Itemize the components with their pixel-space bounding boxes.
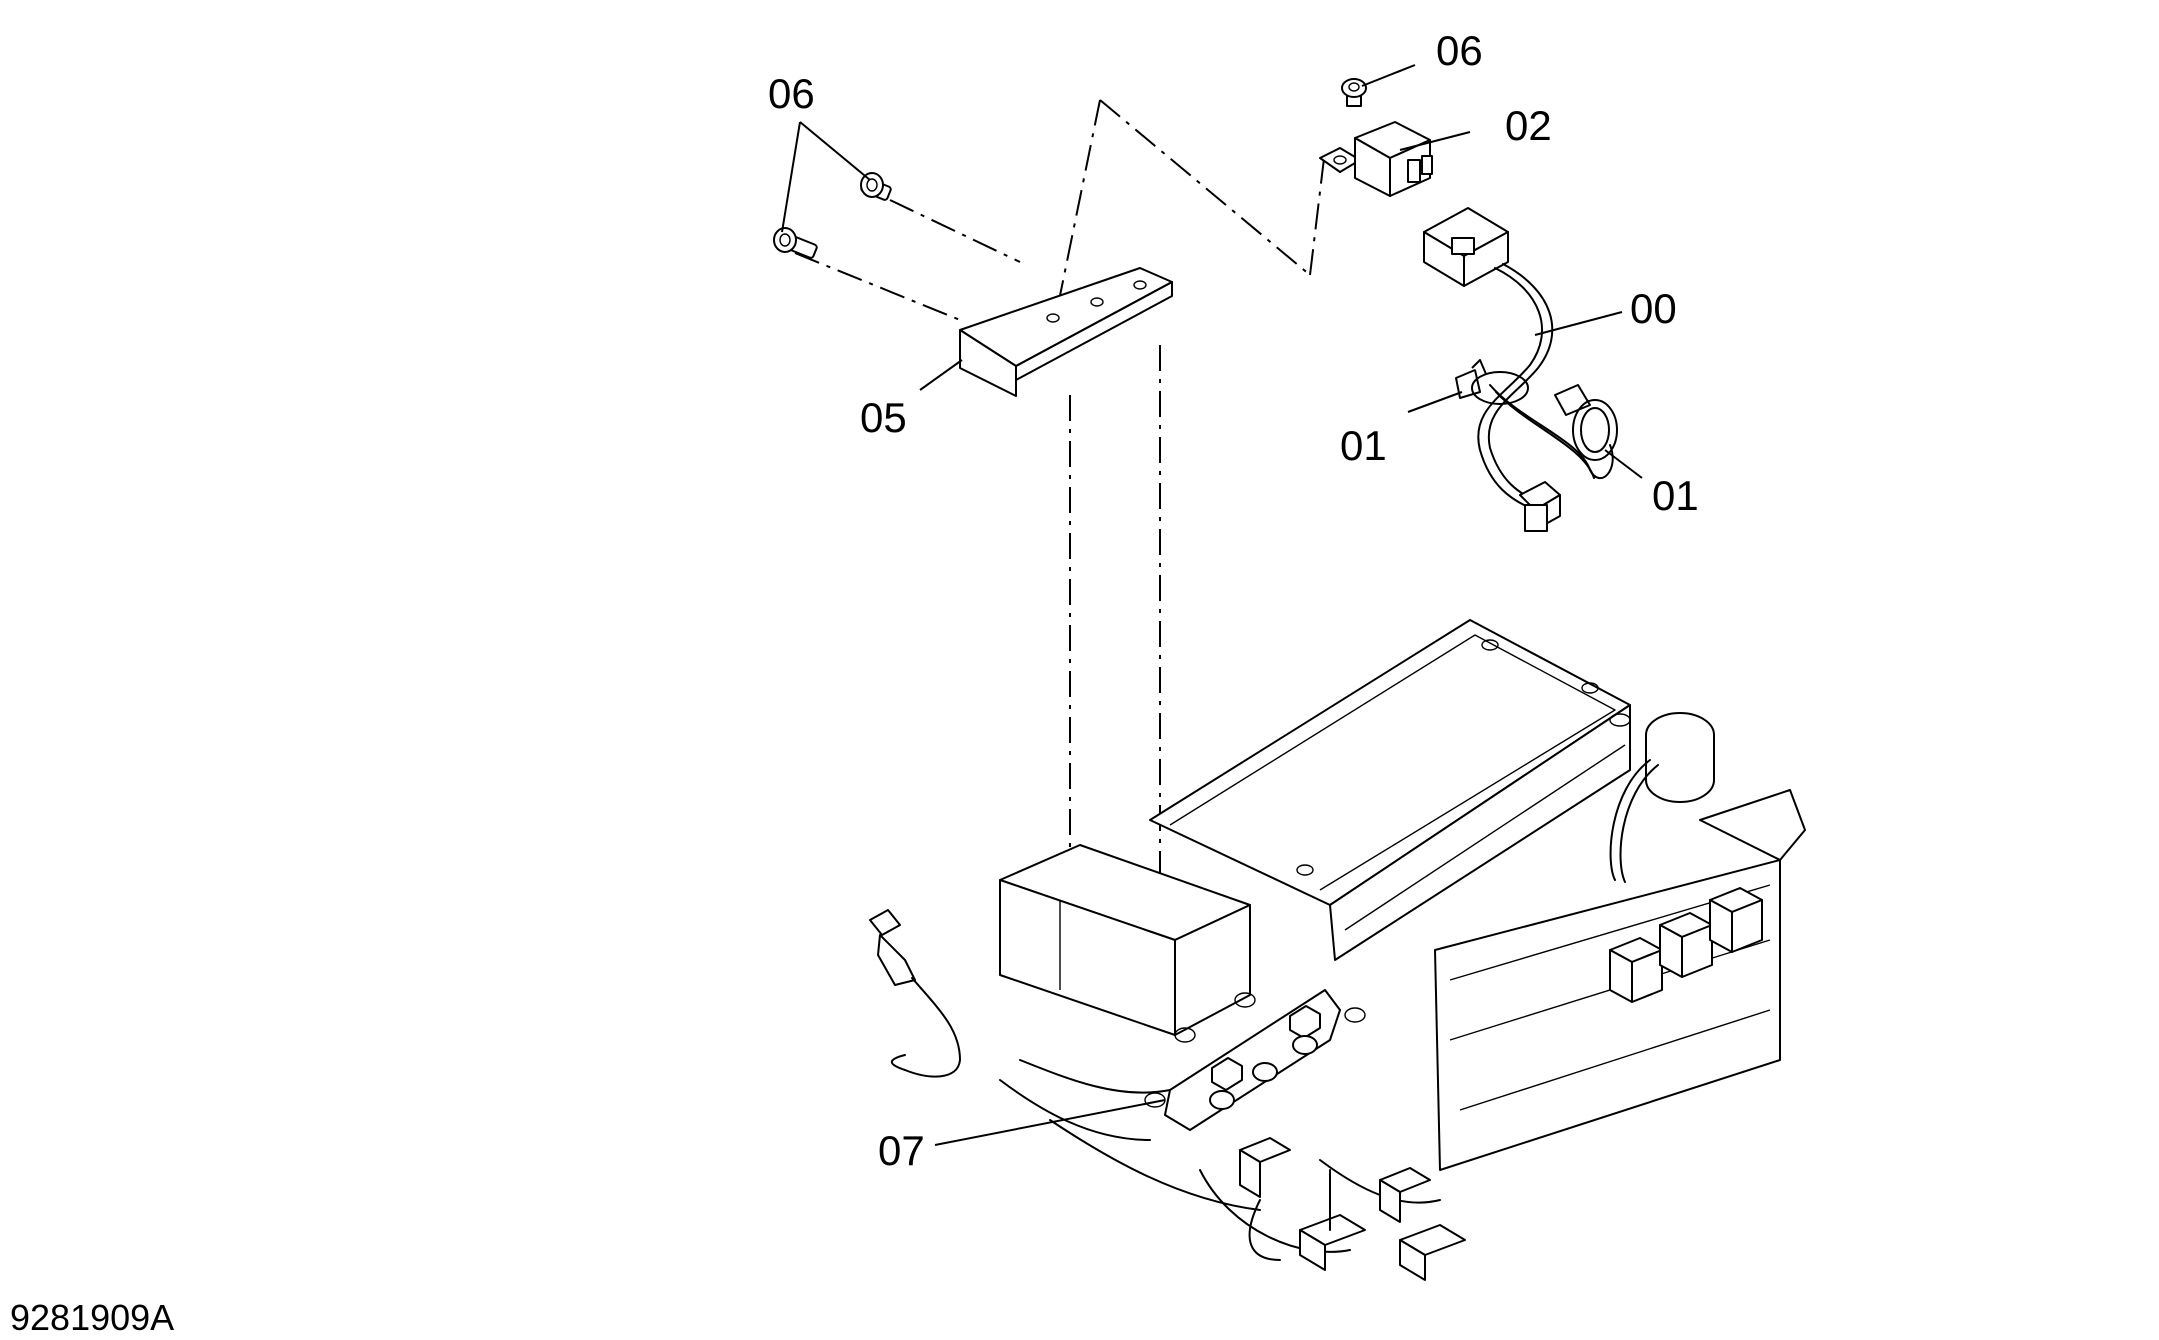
clamp-01-right <box>1554 384 1618 461</box>
relay-block-right <box>1609 887 1763 1003</box>
label-part-06-right: 06 <box>1436 27 1483 74</box>
screw-06-upper-left <box>860 172 892 201</box>
relay-02 <box>1319 121 1433 197</box>
screw-06-lower-left <box>773 227 818 259</box>
label-part-06-left: 06 <box>768 70 815 117</box>
harness-00 <box>1423 207 1614 532</box>
bracket-05 <box>959 267 1173 397</box>
label-part-07: 07 <box>878 1127 925 1174</box>
label-part-01-a: 01 <box>1340 422 1387 469</box>
leader-lines <box>781 64 1643 1146</box>
label-part-02: 02 <box>1505 102 1552 149</box>
electrical-box-assembly <box>869 619 1806 1281</box>
drawing-code: 9281909A <box>10 1297 174 1338</box>
label-part-01-b: 01 <box>1652 472 1699 519</box>
clamp-01-left <box>1455 359 1529 405</box>
label-part-05: 05 <box>860 394 907 441</box>
terminal-plate-07 <box>1144 989 1366 1131</box>
screw-06-right <box>1341 78 1367 107</box>
label-part-00: 00 <box>1630 285 1677 332</box>
